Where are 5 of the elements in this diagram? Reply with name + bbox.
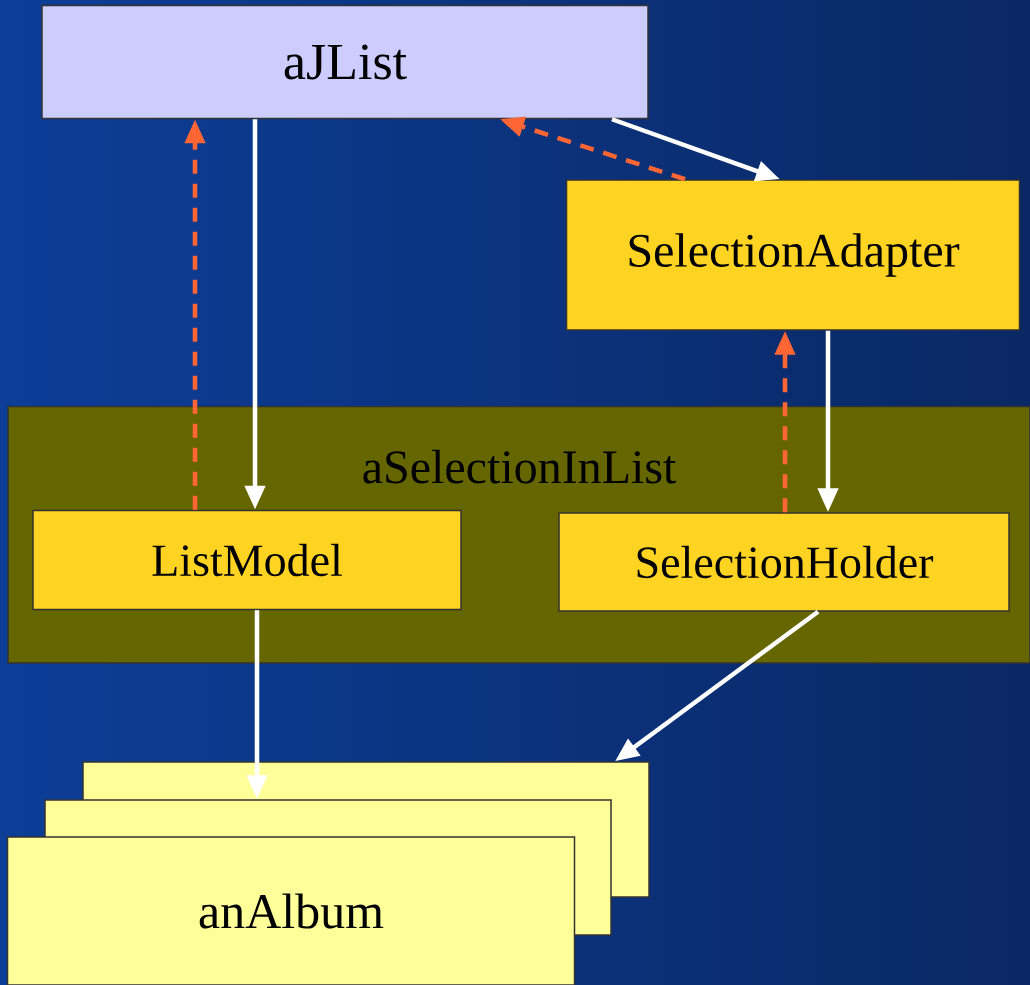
object-box: aJList	[41, 4, 649, 120]
object-box: ListModel	[32, 509, 462, 611]
object-box: SelectionHolder	[558, 512, 1010, 612]
card-stack: anAlbum	[6, 761, 650, 985]
object-box: SelectionAdapter	[565, 179, 1021, 331]
